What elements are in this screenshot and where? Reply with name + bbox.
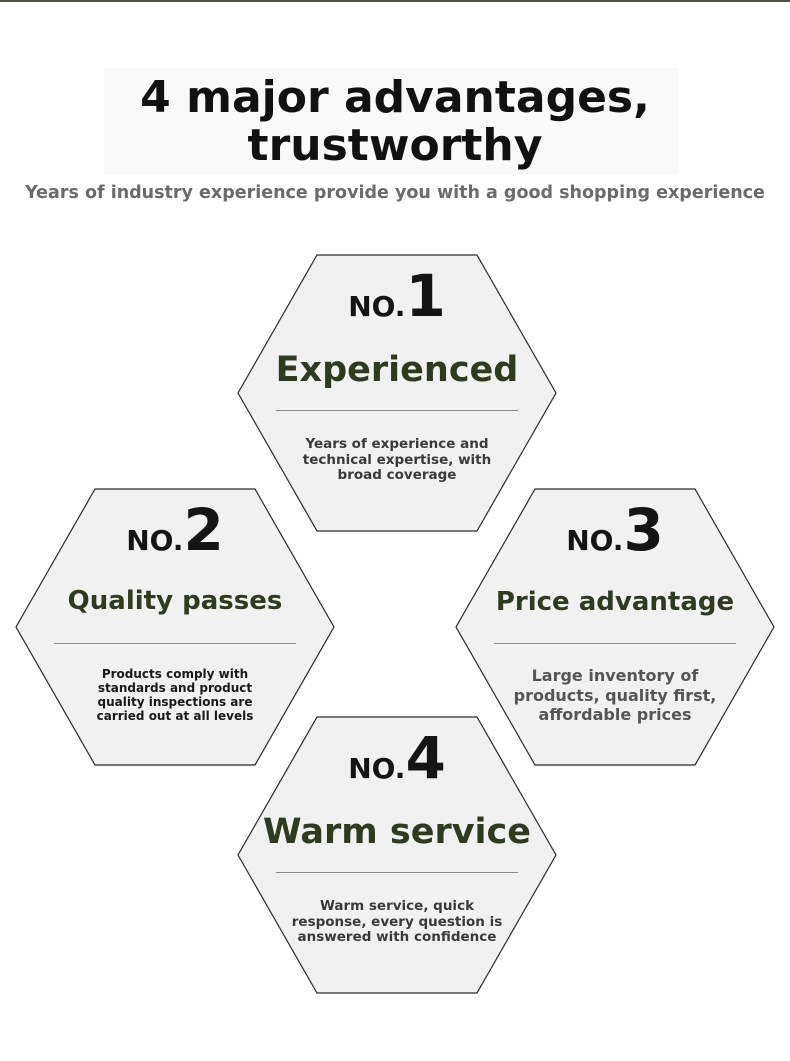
advantage-divider: [494, 643, 736, 644]
number-digit: 2: [183, 496, 224, 564]
title-background-panel: [104, 68, 679, 174]
number-prefix: NO.: [566, 524, 624, 557]
advantage-divider: [54, 643, 296, 644]
hexagon-shape: [455, 488, 775, 766]
advantage-heading: Quality passes: [67, 586, 283, 616]
advantage-card-1: NO.1 Experienced Years of experience and…: [237, 254, 557, 532]
hexagon-shape: [15, 488, 335, 766]
advantage-card-3: NO.3 Price advantage Large inventory of …: [455, 488, 775, 766]
number-digit: 4: [405, 724, 446, 792]
advantage-card-2: NO.2 Quality passes Products comply with…: [15, 488, 335, 766]
advantage-number: NO.3: [455, 500, 775, 560]
page-subtitle: Years of industry experience provide you…: [25, 183, 765, 203]
advantage-number: NO.2: [15, 500, 335, 560]
hexagon-shape: [237, 716, 557, 994]
number-digit: 3: [623, 496, 664, 564]
advantage-description: Products comply with standards and produ…: [96, 667, 254, 723]
advantage-description: Large inventory of products, quality fir…: [513, 666, 717, 724]
advantage-number: NO.1: [237, 266, 557, 326]
advantage-divider: [276, 872, 518, 873]
number-prefix: NO.: [126, 524, 184, 557]
advantage-description: Years of experience and technical expert…: [302, 436, 492, 483]
top-divider-line: [0, 0, 790, 2]
number-prefix: NO.: [348, 752, 406, 785]
advantage-card-4: NO.4 Warm service Warm service, quick re…: [237, 716, 557, 994]
number-digit: 1: [405, 262, 446, 330]
page-title: 4 major advantages, trustworthy: [140, 72, 650, 171]
number-prefix: NO.: [348, 290, 406, 323]
advantage-description: Warm service, quick response, every ques…: [291, 898, 503, 945]
advantage-divider: [276, 410, 518, 411]
hexagon-shape: [237, 254, 557, 532]
advantage-heading: Experienced: [275, 350, 519, 390]
advantage-number: NO.4: [237, 728, 557, 788]
advantage-heading: Warm service: [262, 812, 532, 852]
advantage-heading: Price advantage: [495, 587, 735, 617]
